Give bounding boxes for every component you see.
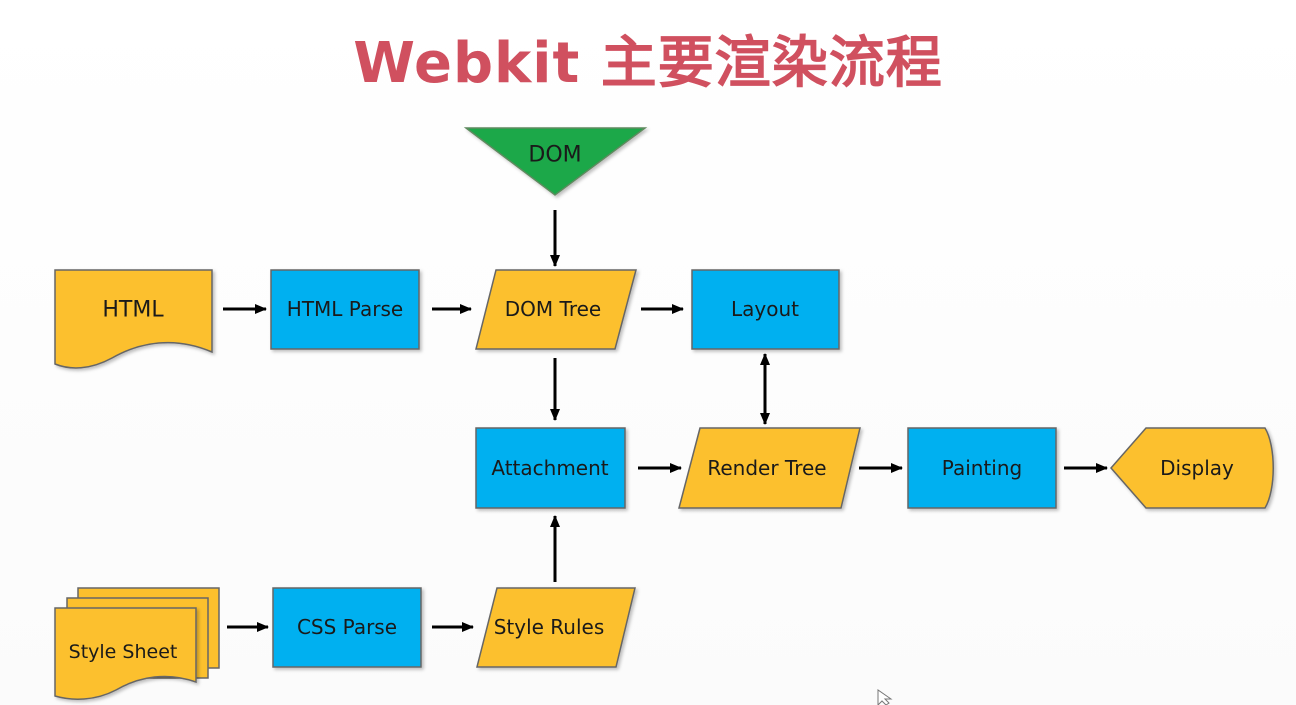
dom-triangle-shape	[463, 127, 648, 196]
render-tree-label: Render Tree	[707, 456, 826, 480]
attachment-box	[475, 427, 626, 509]
attachment-label: Attachment	[491, 456, 608, 480]
css-parse-label: CSS Parse	[297, 615, 397, 639]
html-parse-box	[270, 269, 420, 350]
html-label: HTML	[102, 298, 164, 323]
node-render-tree: Render Tree	[678, 427, 861, 509]
css-parse-box	[272, 587, 422, 668]
node-html: HTML	[54, 269, 213, 369]
dom-tree-parallelogram	[475, 269, 637, 350]
render-tree-parallelogram	[678, 427, 861, 509]
style-rules-label: Style Rules	[494, 615, 605, 639]
node-layout: Layout	[691, 269, 840, 350]
layout-box	[691, 269, 840, 350]
mouse-cursor-icon	[877, 689, 893, 705]
node-attachment: Attachment	[475, 427, 626, 509]
node-painting: Painting	[907, 427, 1057, 509]
html-document-shape	[54, 269, 213, 369]
node-dom: DOM	[463, 127, 648, 196]
painting-box	[907, 427, 1057, 509]
node-css-parse: CSS Parse	[272, 587, 422, 668]
display-label: Display	[1160, 456, 1234, 480]
node-display: Display	[1110, 427, 1274, 509]
painting-label: Painting	[942, 456, 1022, 480]
style-sheet-page-front	[54, 607, 197, 700]
node-html-parse: HTML Parse	[270, 269, 420, 350]
page-title: Webkit 主要渲染流程	[353, 31, 943, 96]
layout-label: Layout	[731, 297, 799, 321]
style-sheet-label: Style Sheet	[69, 641, 178, 663]
node-style-rules: Style Rules	[476, 587, 636, 668]
dom-label: DOM	[528, 143, 581, 168]
style-rules-parallelogram	[476, 587, 636, 668]
dom-tree-label: DOM Tree	[505, 297, 601, 321]
edges	[223, 210, 1108, 632]
node-style-sheet: Style Sheet	[54, 587, 220, 700]
display-shape	[1110, 427, 1274, 509]
node-dom-tree: DOM Tree	[475, 269, 637, 350]
html-parse-label: HTML Parse	[287, 297, 403, 321]
